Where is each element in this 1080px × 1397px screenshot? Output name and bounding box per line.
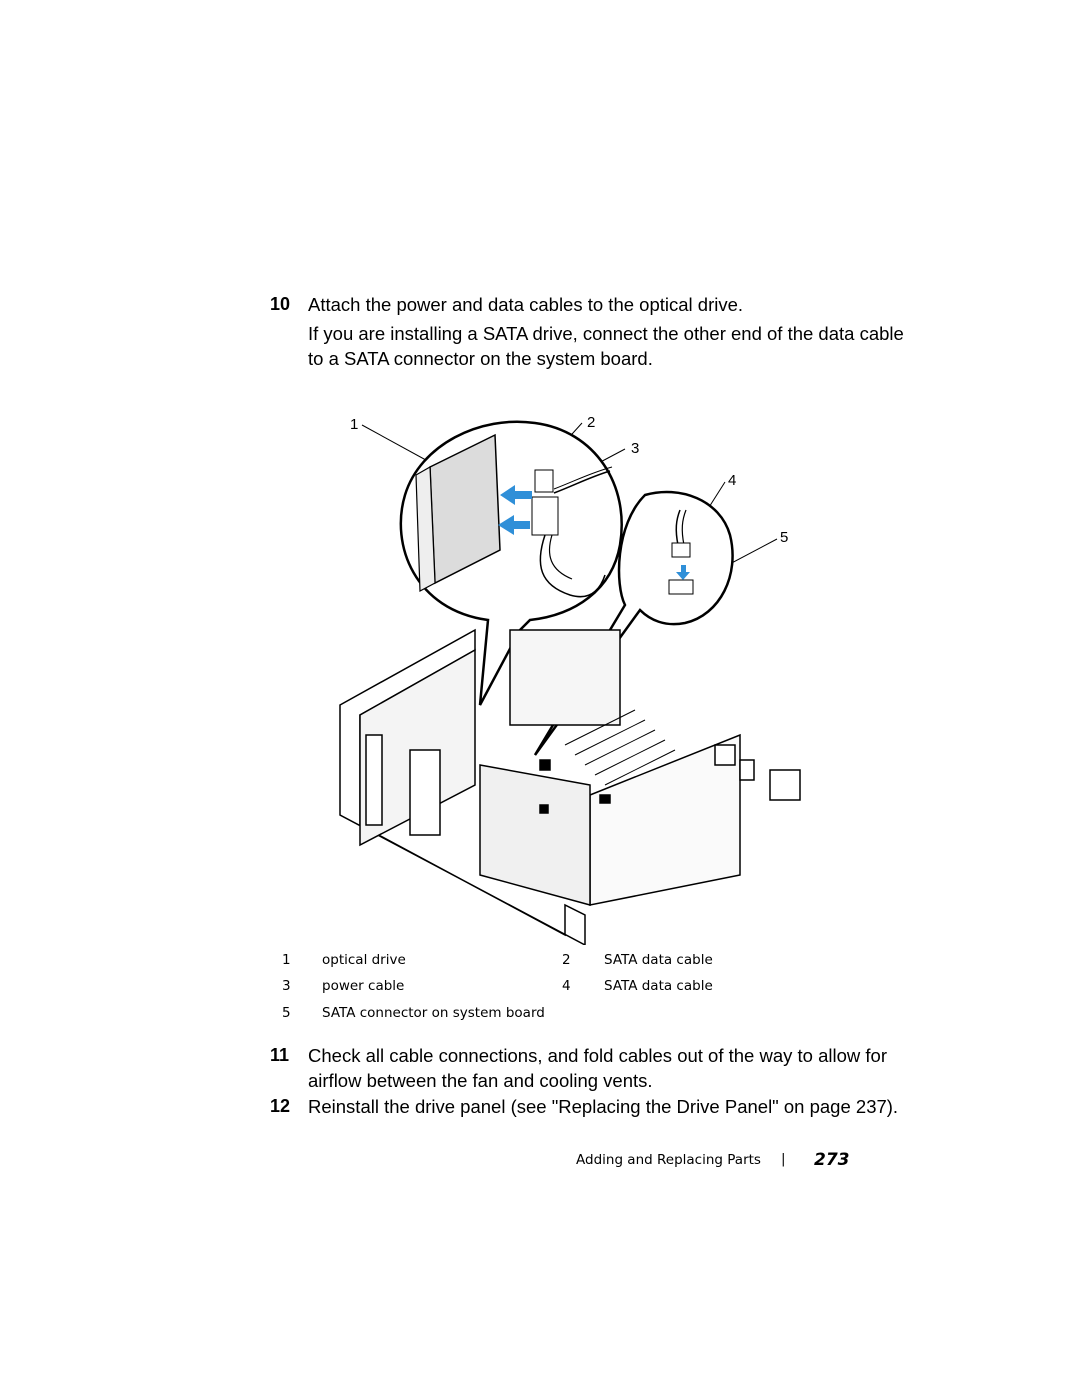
callout-1: 1 xyxy=(350,416,358,433)
legend-num-1: 1 xyxy=(282,952,291,968)
note-line-1: If you are installing a SATA drive, conn… xyxy=(308,323,904,344)
footer-section-title: Adding and Replacing Parts xyxy=(576,1152,761,1168)
step-12-number: 12 xyxy=(270,1096,291,1116)
legend-label-1: optical drive xyxy=(322,952,406,968)
legend-num-2: 2 xyxy=(562,952,571,968)
callout-2: 2 xyxy=(587,414,595,431)
step-12-text: Reinstall the drive panel (see "Replacin… xyxy=(308,1096,899,1117)
legend-label-2: SATA data cable xyxy=(604,952,713,968)
connector-detail-bubble xyxy=(533,490,734,756)
legend-num-4: 4 xyxy=(562,978,571,994)
optical-drive-installation-figure: 1 2 3 4 5 xyxy=(339,414,801,945)
callout-3: 3 xyxy=(631,440,639,457)
page-number: 273 xyxy=(814,1150,850,1170)
step-11-number: 11 xyxy=(270,1045,290,1065)
step-11-line-2: airflow between the fan and cooling vent… xyxy=(308,1070,653,1091)
callout-4: 4 xyxy=(728,472,736,489)
drive-detail-bubble xyxy=(399,420,623,706)
note-line-2: to a SATA connector on the system board. xyxy=(308,348,653,369)
step-10-number: 10 xyxy=(270,294,291,314)
legend-num-5: 5 xyxy=(282,1005,291,1021)
legend-label-4: SATA data cable xyxy=(604,978,713,994)
legend-label-5: SATA connector on system board xyxy=(322,1005,545,1021)
computer-chassis xyxy=(339,628,801,945)
legend-num-3: 3 xyxy=(282,978,291,994)
step-11-line-1: Check all cable connections, and fold ca… xyxy=(308,1045,887,1066)
legend-label-3: power cable xyxy=(322,978,405,994)
step-10-text: Attach the power and data cables to the … xyxy=(308,294,744,315)
footer-separator: | xyxy=(781,1151,786,1167)
callout-5: 5 xyxy=(780,529,788,546)
